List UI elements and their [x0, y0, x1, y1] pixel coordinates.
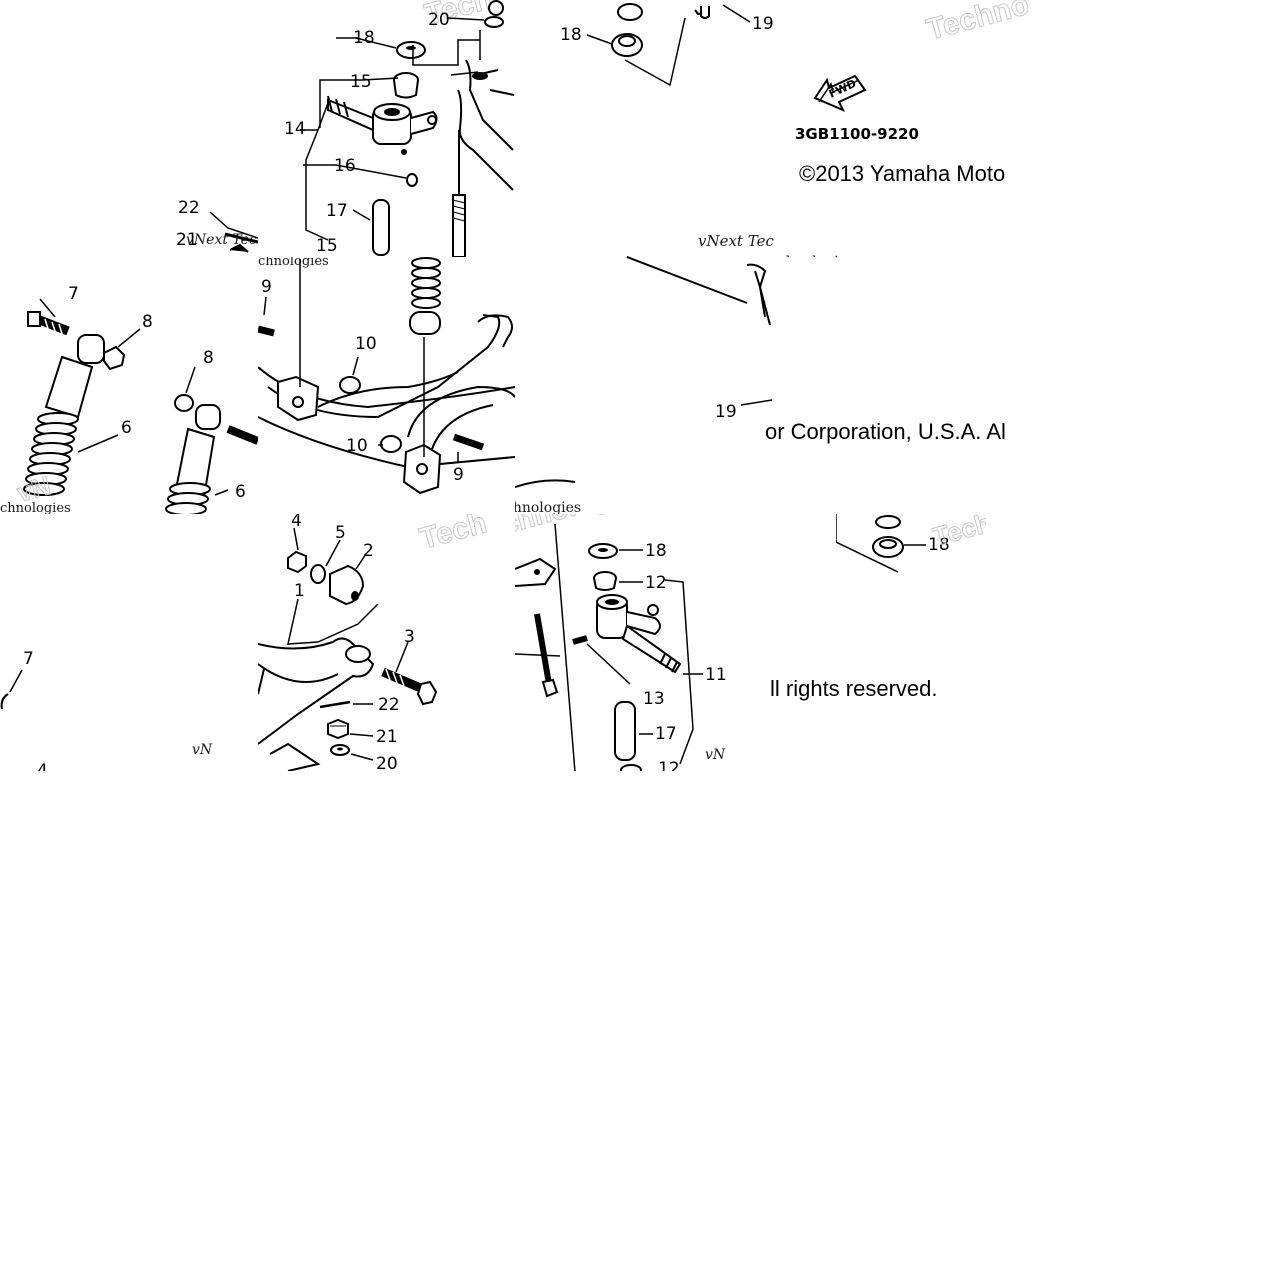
copyright-line-3: ll rights reserved.: [770, 676, 938, 701]
callout-17: 17: [326, 201, 348, 221]
part-code: 3GB1100-9220: [795, 125, 919, 143]
watermark: Tech: [930, 514, 986, 552]
copyright-line-2: or Corporation, U.S.A. Al: [765, 419, 1006, 444]
knuckle-lower-drawing: chnologies 18 12 13 11 17 12: [515, 514, 727, 771]
callout-17: 17: [655, 724, 677, 744]
tile-knuckle-upper: Tech 18 20 15: [258, 0, 515, 257]
watermark: Tech: [416, 514, 490, 556]
hardware-top-left-drawing: 22 21 vNext Tec: [176, 198, 258, 253]
shock-left-drawing: 7 8 6 8 6 chnologies vN: [0, 284, 258, 514]
watermark: chnologies: [0, 501, 71, 514]
watermark: chnologies: [515, 514, 649, 540]
frame-mounts-drawing: 9 10 10 9 chnologies: [258, 257, 515, 495]
watermark: vN: [192, 742, 213, 758]
callout-5: 5: [335, 523, 346, 543]
tile-knuckle-lower: chnologies 18 12 13 11 17 12: [515, 514, 729, 771]
callout-22: 22: [178, 198, 200, 218]
watermark: chnologies: [515, 500, 581, 514]
tile-right-middle: 19 chnologies: [515, 257, 772, 514]
callout-10-lower: 10: [346, 436, 368, 456]
tile-right-lower: 18 Tech: [836, 514, 986, 576]
callout-7: 7: [68, 284, 79, 304]
callout-8: 8: [142, 312, 153, 332]
callout-9-lower: 9: [453, 465, 464, 485]
callout-1: 1: [294, 581, 305, 601]
callout-18: 18: [928, 535, 950, 555]
callout-19: 19: [752, 14, 774, 34]
watermark: vNext Tec: [186, 232, 257, 248]
arm-lower-drawing: Tech 4 5 2 1 3 22 21 20: [258, 514, 491, 771]
callout-12: 12: [645, 573, 667, 593]
callout-13: 13: [643, 689, 665, 709]
fwd-arrow-icon: FWD: [813, 74, 867, 112]
top-right-drawing: Techno 18 19 FWD 3GB1100-9220 vNext Tec …: [560, 0, 1029, 257]
tile-bottom-left: 7 4 vN: [0, 514, 258, 771]
callout-16: 16: [334, 156, 356, 176]
callout-15: 15: [350, 72, 372, 92]
callout-4: 4: [291, 514, 302, 531]
callout-21: 21: [176, 230, 198, 250]
knuckle-upper-drawing: Tech 18 20 15: [284, 0, 515, 257]
callout-21: 21: [376, 727, 398, 747]
callout-18: 18: [353, 28, 375, 48]
callout-8-second: 8: [203, 348, 214, 368]
right-middle-drawing: 19 chnologies: [515, 257, 772, 514]
callout-19: 19: [715, 402, 737, 422]
copyright-line-1: ©2013 Yamaha Moto: [799, 161, 1006, 186]
tile-frame-mounts: 9 10 10 9 chnologies: [258, 257, 515, 514]
callout-6-second: 6: [235, 482, 246, 502]
callout-18: 18: [560, 25, 582, 45]
callout-10: 10: [355, 334, 377, 354]
callout-20: 20: [376, 754, 398, 771]
callout-18: 18: [645, 541, 667, 561]
callout-3: 3: [404, 627, 415, 647]
callout-2: 2: [363, 541, 374, 561]
callout-7-lower: 7: [23, 649, 34, 669]
watermark: Techno: [923, 0, 1029, 47]
watermark: chnologies: [258, 257, 329, 269]
callout-15-lower: 15: [316, 236, 338, 256]
tile-shock-left: 7 8 6 8 6 chnologies vN: [0, 257, 258, 514]
tile-top-right: Techno 18 19 FWD 3GB1100-9220 vNext Tec …: [515, 0, 1029, 257]
tile-arm-lower: Tech 4 5 2 1 3 22 21 20: [258, 514, 515, 771]
callout-6: 6: [121, 418, 132, 438]
watermark: chnologies: [778, 254, 854, 257]
bottom-left-drawing: 7 4 vN: [0, 649, 213, 771]
watermark: vN: [705, 747, 726, 763]
callout-11: 11: [705, 665, 727, 685]
callout-22: 22: [378, 695, 400, 715]
right-lower-drawing: 18 Tech: [836, 514, 986, 573]
callout-4-lower: 4: [37, 761, 48, 771]
callout-9: 9: [261, 277, 272, 297]
callout-14: 14: [284, 119, 306, 139]
callout-12-lower: 12: [658, 759, 680, 771]
callout-20: 20: [428, 10, 450, 30]
tile-hardware-top-left: 22 21 vNext Tec: [170, 190, 258, 257]
watermark: vNext Tec: [698, 232, 774, 250]
